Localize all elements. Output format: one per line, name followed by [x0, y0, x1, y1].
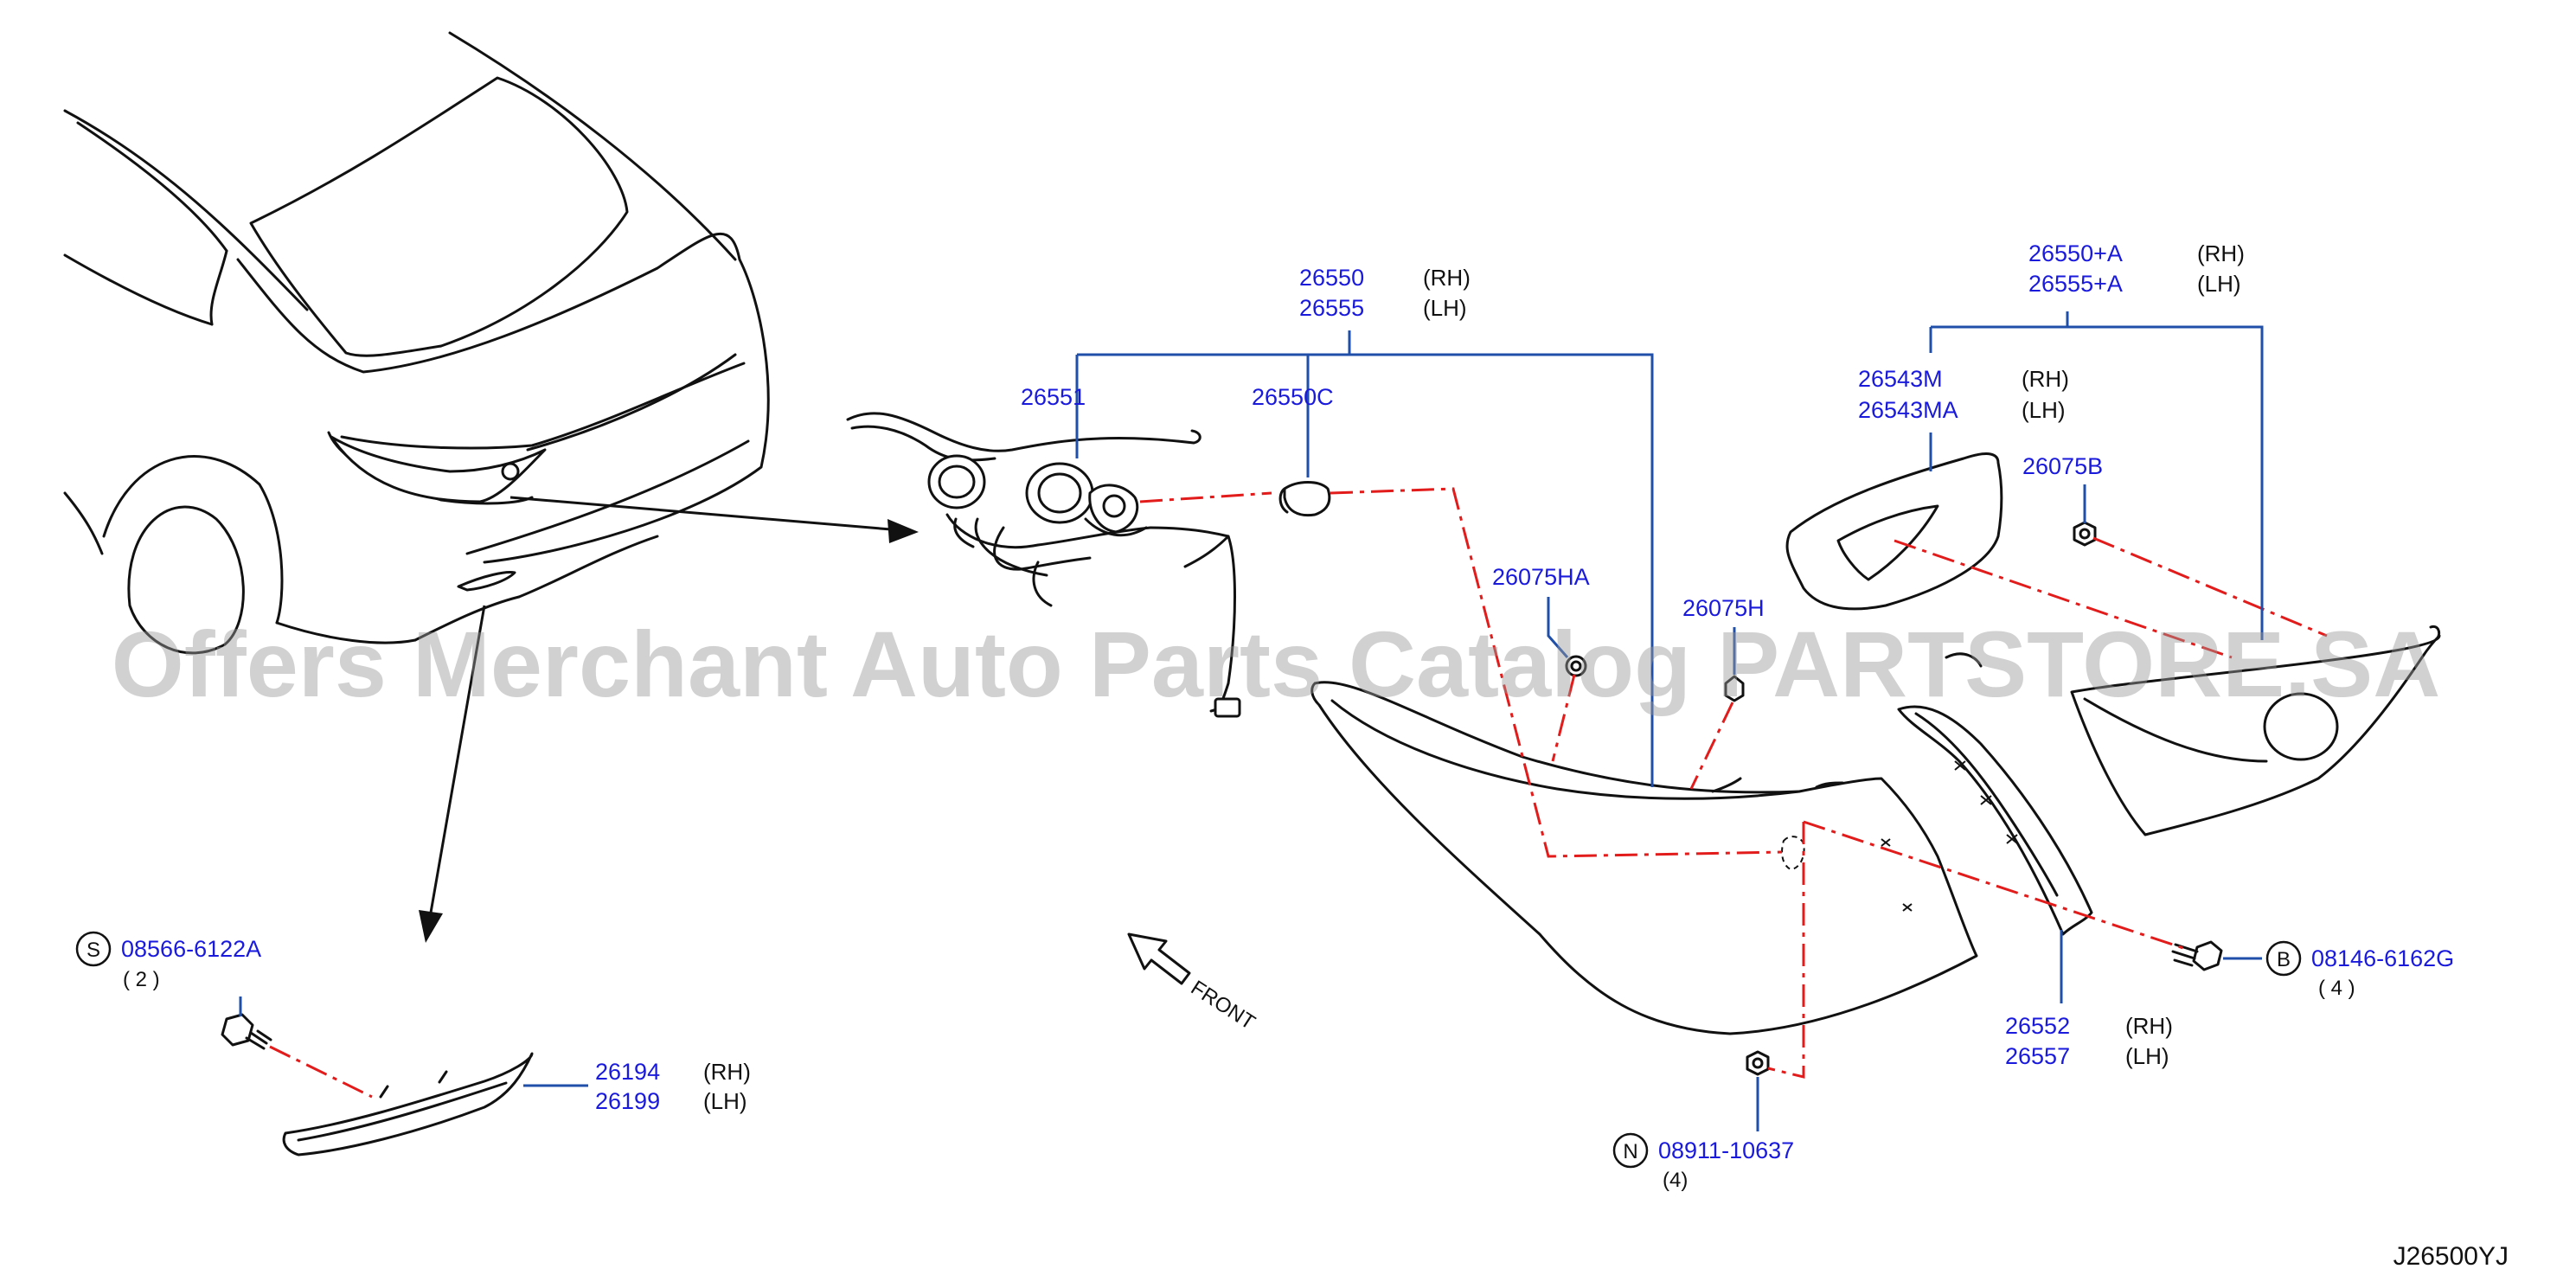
side-label: (RH)	[2197, 240, 2245, 266]
badge-circle	[75, 931, 112, 967]
part-number[interactable]: 26194	[595, 1059, 660, 1085]
side-label: (RH)	[1423, 265, 1471, 291]
side-label: (LH)	[703, 1088, 747, 1114]
grommet-icon	[1724, 675, 1745, 702]
callout-combo-lamp-a[interactable]: 26550+A (RH) 26555+A (LH)	[2028, 240, 2245, 297]
harness-illustration	[846, 412, 1241, 718]
gasket-illustration	[1785, 452, 2003, 611]
part-number[interactable]: 26555	[1299, 295, 1364, 321]
part-number-grommet-h[interactable]: 26075H	[1682, 595, 1765, 621]
part-number[interactable]: 26557	[2005, 1043, 2070, 1069]
part-number-socket[interactable]: 26550C	[1252, 384, 1334, 410]
side-label: (LH)	[1423, 295, 1467, 321]
part-number-grommet-ha[interactable]: 26075HA	[1492, 564, 1590, 590]
callout-screw-s[interactable]: S 08566-6122A ( 2 )	[75, 931, 261, 991]
part-number[interactable]: 26552	[2005, 1013, 2070, 1039]
part-number-grommet-b[interactable]: 26075B	[2022, 453, 2103, 479]
side-label: (RH)	[703, 1059, 751, 1085]
part-number[interactable]: 26199	[595, 1088, 660, 1114]
bolt-icon	[2171, 940, 2223, 971]
garnish-trim-illustration	[1897, 652, 2093, 936]
diagram-code: J26500YJ	[2393, 1242, 2509, 1271]
watermark: Offers Merchant Auto Parts Catalog PARTS…	[112, 612, 2440, 716]
bulb-socket-illustration	[1278, 481, 1331, 517]
badge-letter: B	[2277, 948, 2291, 971]
part-number[interactable]: 26543MA	[1858, 397, 1958, 423]
front-direction-indicator: FRONT	[1127, 932, 1259, 1035]
nut-icon	[1746, 1050, 1770, 1076]
side-label: (RH)	[2125, 1013, 2173, 1039]
callout-combo-lamp[interactable]: 26550 (RH) 26555 (LH)	[1299, 265, 1471, 321]
combination-lamp-illustration	[1310, 681, 1978, 1035]
grommet-icon	[2073, 521, 2097, 547]
vehicle-rear-illustration	[63, 31, 919, 943]
callout-nut-n[interactable]: N 08911-10637 (4)	[1612, 1132, 1794, 1192]
part-number[interactable]: 26555+A	[2028, 271, 2123, 297]
side-label: (LH)	[2197, 271, 2241, 297]
callout-lamp-assy[interactable]: 26552 (RH) 26557 (LH)	[2005, 1013, 2173, 1069]
part-number[interactable]: 26550	[1299, 265, 1364, 291]
quantity: (4)	[1663, 1169, 1688, 1192]
badge-letter: N	[1623, 1140, 1637, 1163]
lamp-housing-illustration	[2070, 625, 2441, 836]
part-number-harness[interactable]: 26551	[1021, 384, 1086, 410]
part-number[interactable]: 08146-6162G	[2311, 945, 2454, 971]
badge-circle	[2265, 940, 2302, 977]
side-label: (RH)	[2022, 366, 2069, 392]
part-number[interactable]: 26550+A	[2028, 240, 2123, 266]
grommet-icon	[1565, 655, 1587, 677]
callout-gasket[interactable]: 26543M (RH) 26543MA (LH)	[1858, 366, 2069, 423]
side-label: (LH)	[2125, 1043, 2169, 1069]
part-number[interactable]: 08566-6122A	[121, 936, 261, 962]
callout-bolt-b[interactable]: B 08146-6162G ( 4 )	[2265, 940, 2454, 1000]
callout-reflex[interactable]: 26194 (RH) 26199 (LH)	[595, 1059, 751, 1114]
reflex-reflector-illustration	[282, 1052, 534, 1157]
front-label: FRONT	[1187, 976, 1259, 1035]
quantity: ( 4 )	[2318, 977, 2355, 1000]
connection-lines	[269, 487, 2328, 1099]
quantity: ( 2 )	[123, 968, 160, 991]
screw-icon	[221, 1013, 272, 1050]
leader-lines	[239, 311, 2264, 1131]
side-label: (LH)	[2022, 397, 2066, 423]
badge-letter: S	[87, 939, 100, 962]
part-number[interactable]: 26543M	[1858, 366, 1943, 392]
part-number[interactable]: 08911-10637	[1658, 1137, 1794, 1163]
badge-circle	[1612, 1132, 1649, 1169]
